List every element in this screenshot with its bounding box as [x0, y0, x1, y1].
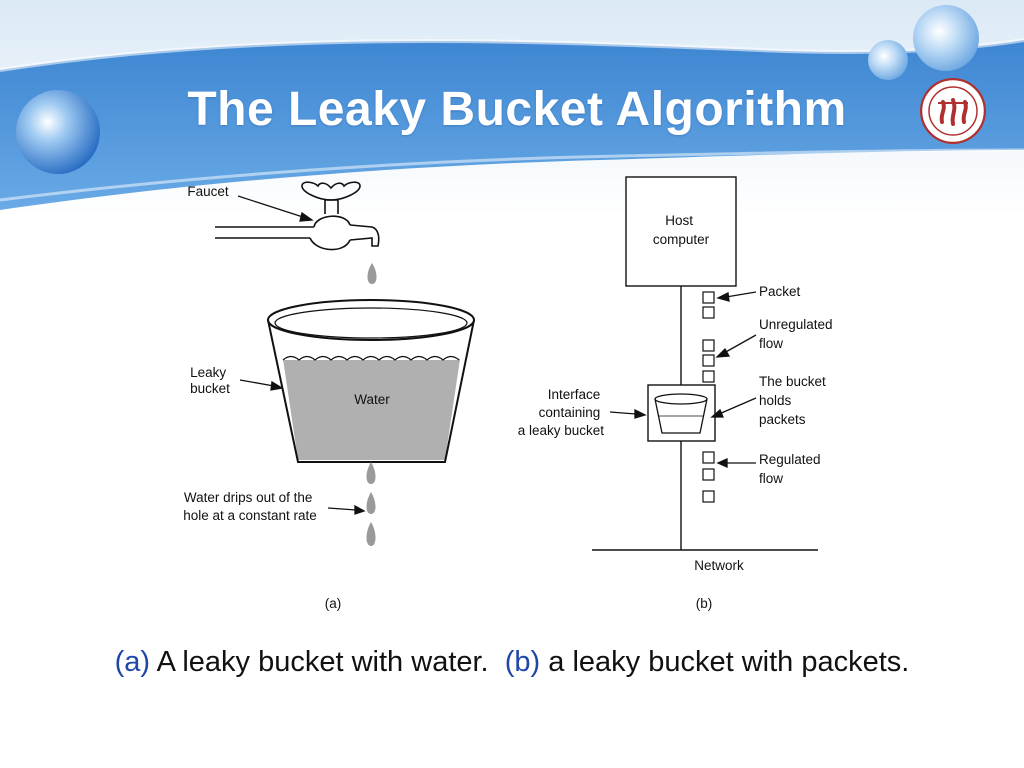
- water-drop-icon: [366, 492, 376, 514]
- panel-b-label: (b): [696, 596, 713, 611]
- packet-square: [702, 291, 715, 304]
- leaky-bucket-label-line: bucket: [190, 381, 230, 396]
- water-drop-icon: [366, 462, 376, 484]
- packet-square: [702, 490, 715, 503]
- bubble-mid-right: [868, 40, 908, 80]
- host-computer-label: Host computer: [653, 213, 710, 247]
- interface-label-line: containing: [539, 405, 601, 420]
- panel-a-label: (a): [325, 596, 342, 611]
- bubble-top-right: [913, 5, 979, 71]
- packet-square: [702, 451, 715, 464]
- leaky-bucket-diagram: Faucet Leaky bucket Water Water drips ou…: [183, 176, 836, 611]
- unregulated-flow-label-line: Unregulated: [759, 317, 833, 332]
- packets: [702, 291, 715, 503]
- annotation-arrows: [609, 291, 757, 469]
- bucket-holds-label-line: The bucket: [759, 374, 826, 389]
- faucet-label: Faucet: [187, 184, 229, 199]
- drips-label-line: hole at a constant rate: [183, 508, 317, 523]
- water-drop-icon: [366, 522, 376, 546]
- drips-label-line: Water drips out of the: [184, 490, 313, 505]
- interface-label: Interface containing a leaky bucket: [518, 387, 605, 438]
- water-drop-icon: [367, 263, 377, 284]
- bucket-holds-label: The bucket holds packets: [759, 374, 830, 427]
- panel-b: Host computer: [518, 176, 836, 611]
- leaky-bucket-label-line: Leaky: [190, 365, 226, 380]
- packet-square: [702, 339, 715, 352]
- bubble-large-left: [16, 90, 100, 174]
- caption-tag-a: (a): [114, 646, 151, 678]
- caption-tag-b: (b): [504, 646, 541, 678]
- host-computer-label-line: computer: [653, 232, 710, 247]
- annotation-arrows: [237, 195, 366, 515]
- university-emblem-icon: [920, 78, 986, 144]
- slide-caption: (a) A leaky bucket with water. (b) a lea…: [0, 646, 1024, 679]
- packet-square: [702, 370, 715, 383]
- packet-square: [702, 306, 715, 319]
- regulated-flow-label: Regulated flow: [759, 452, 824, 486]
- bucket-icon: [654, 393, 708, 434]
- packet-square: [702, 354, 715, 367]
- water-label: Water: [354, 392, 390, 407]
- interface-label-line: a leaky bucket: [518, 423, 605, 438]
- leaky-bucket-label: Leaky bucket: [190, 365, 230, 396]
- drips-label: Water drips out of the hole at a constan…: [183, 490, 317, 523]
- slide-title: The Leaky Bucket Algorithm: [187, 83, 847, 136]
- faucet-icon: [215, 181, 380, 251]
- packet-square: [702, 468, 715, 481]
- unregulated-flow-label: Unregulated flow: [759, 317, 836, 351]
- panel-a: Faucet Leaky bucket Water Water drips ou…: [183, 181, 475, 611]
- caption-text-b: a leaky bucket with packets.: [548, 646, 910, 678]
- host-computer-label-line: Host: [665, 213, 693, 228]
- regulated-flow-label-line: Regulated: [759, 452, 821, 467]
- packet-label: Packet: [759, 284, 801, 299]
- caption-text-a: A leaky bucket with water.: [156, 646, 489, 678]
- network-label: Network: [694, 558, 744, 573]
- bucket-holds-label-line: packets: [759, 412, 806, 427]
- bucket-holds-label-line: holds: [759, 393, 792, 408]
- regulated-flow-label-line: flow: [759, 471, 783, 486]
- interface-label-line: Interface: [548, 387, 601, 402]
- host-computer-box: [625, 176, 737, 287]
- header-band: [0, 0, 1024, 215]
- leaky-bucket-shape: [267, 299, 475, 463]
- unregulated-flow-label-line: flow: [759, 336, 783, 351]
